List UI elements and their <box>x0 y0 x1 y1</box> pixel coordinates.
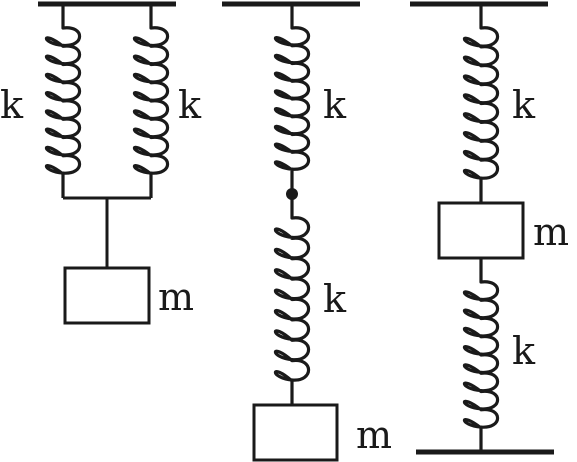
connector-bar-1 <box>63 196 151 268</box>
label-m-3: m <box>533 210 569 254</box>
spring-1-left <box>45 4 81 198</box>
figure-mass-between-springs: k m k <box>410 1 569 455</box>
mass-block-1 <box>63 266 151 325</box>
spring-3-bottom <box>463 258 499 452</box>
label-k-2-bottom: k <box>323 277 347 321</box>
label-k-3-top: k <box>512 83 536 127</box>
label-k-1-left: k <box>0 83 24 127</box>
label-k-2-top: k <box>323 83 347 127</box>
label-k-1-right: k <box>178 83 202 127</box>
label-m-2: m <box>356 413 392 457</box>
figure-parallel: k k m <box>0 1 202 325</box>
figure-series: k k m <box>222 1 392 462</box>
spring-2-bottom <box>274 194 310 405</box>
spring-3-top <box>463 4 499 203</box>
mass-block-3 <box>437 201 525 260</box>
mass-block-2 <box>252 403 339 462</box>
spring-2-top <box>274 4 310 194</box>
label-k-3-bottom: k <box>512 329 536 373</box>
label-m-1: m <box>158 275 194 319</box>
spring-1-right <box>133 4 169 198</box>
